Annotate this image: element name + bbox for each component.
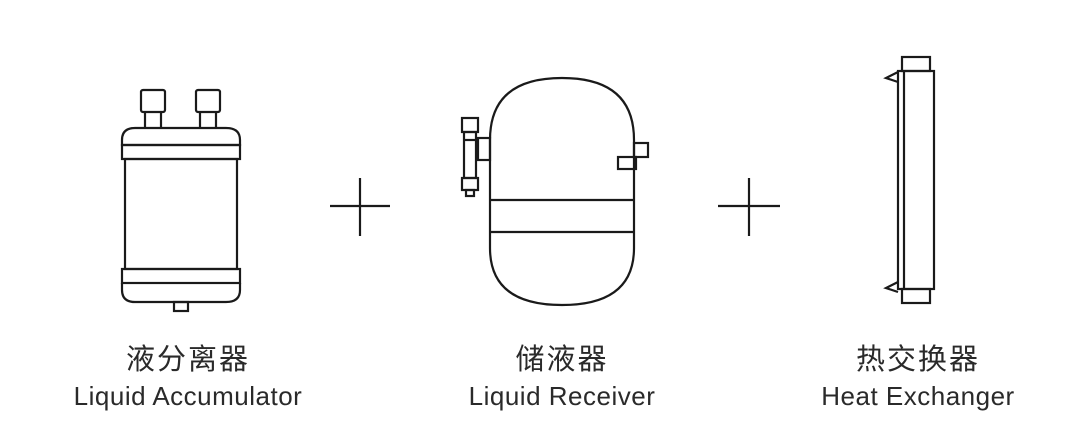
liquid-receiver-drawing	[460, 76, 650, 307]
accumulator-label-cn: 液分离器	[125, 342, 251, 376]
heat-exchanger-drawing	[883, 55, 936, 305]
receiver-label-en: Liquid Receiver	[468, 381, 656, 411]
heat-exchanger-label-cn: 热交换器	[855, 342, 981, 376]
liquid-accumulator-drawing	[120, 88, 242, 313]
receiver-label-cn: 储液器	[515, 342, 609, 376]
plus-sign	[330, 178, 390, 236]
accumulator-label-en: Liquid Accumulator	[73, 381, 303, 411]
plus-sign	[718, 178, 780, 236]
heat-exchanger-label-en: Heat Exchanger	[821, 381, 1015, 411]
